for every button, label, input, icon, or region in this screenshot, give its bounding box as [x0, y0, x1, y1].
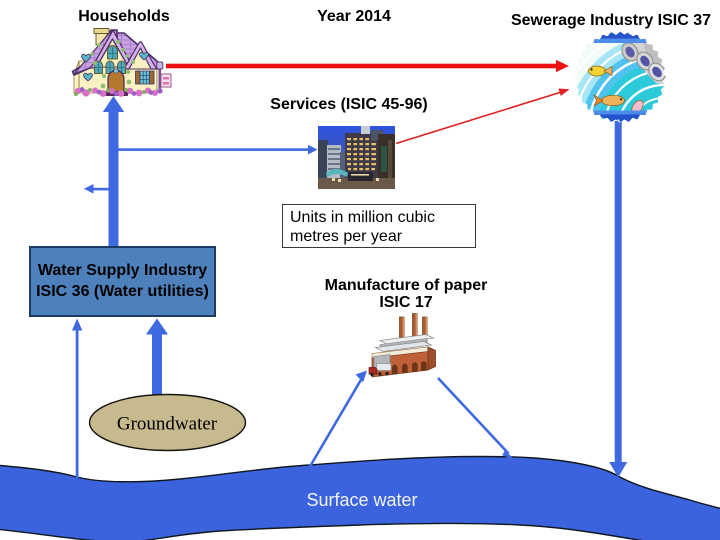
svg-text:Surface water: Surface water: [306, 490, 417, 510]
svg-text:Groundwater: Groundwater: [117, 414, 218, 435]
